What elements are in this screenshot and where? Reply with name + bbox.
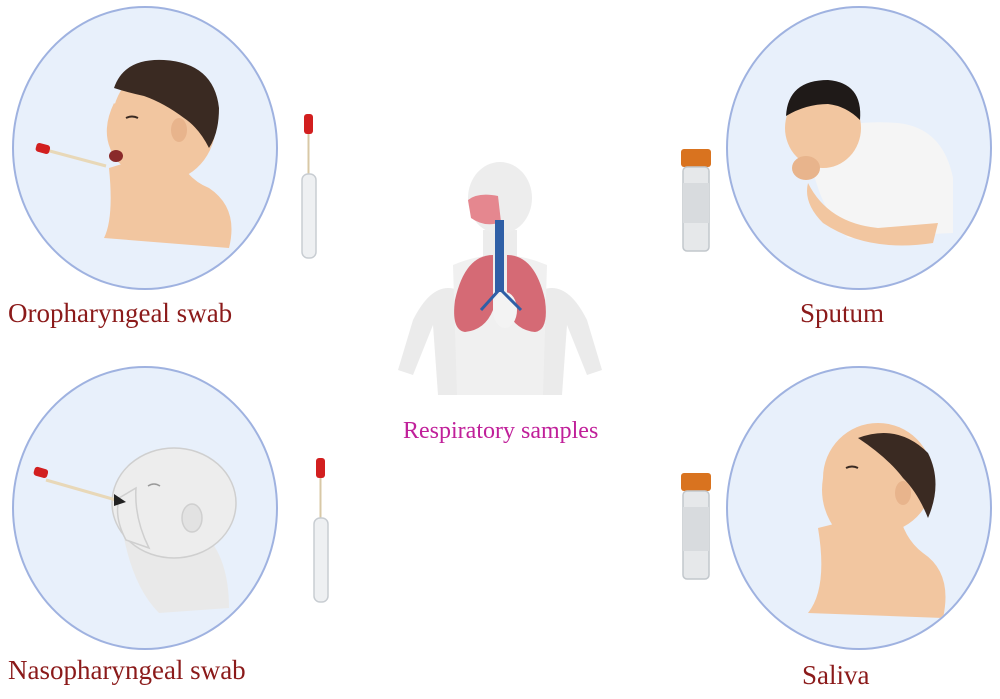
person-head-up-icon — [808, 423, 946, 618]
swab-tube-icon — [296, 112, 322, 262]
nasopharyngeal-illustration-circle — [12, 366, 278, 650]
sputum-label: Sputum — [800, 298, 885, 328]
sputum-illustration-circle — [726, 6, 992, 290]
nasopharyngeal-swab-label: Nasopharyngeal swab — [8, 655, 246, 685]
person-open-mouth-icon — [35, 59, 232, 248]
oropharyngeal-illustration-circle — [12, 6, 278, 290]
sample-container-icon — [680, 472, 712, 582]
respiratory-samples-label: Respiratory samples — [403, 418, 599, 444]
sample-container-icon — [680, 148, 712, 254]
saliva-illustration-circle — [726, 366, 992, 650]
person-head-tilted-icon — [33, 447, 237, 613]
oropharyngeal-swab-label: Oropharyngeal swab — [8, 298, 233, 328]
swab-tube-icon — [308, 456, 334, 606]
respiratory-system-icon — [393, 160, 607, 396]
saliva-label: Saliva — [802, 660, 870, 690]
person-coughing-icon — [785, 80, 953, 246]
